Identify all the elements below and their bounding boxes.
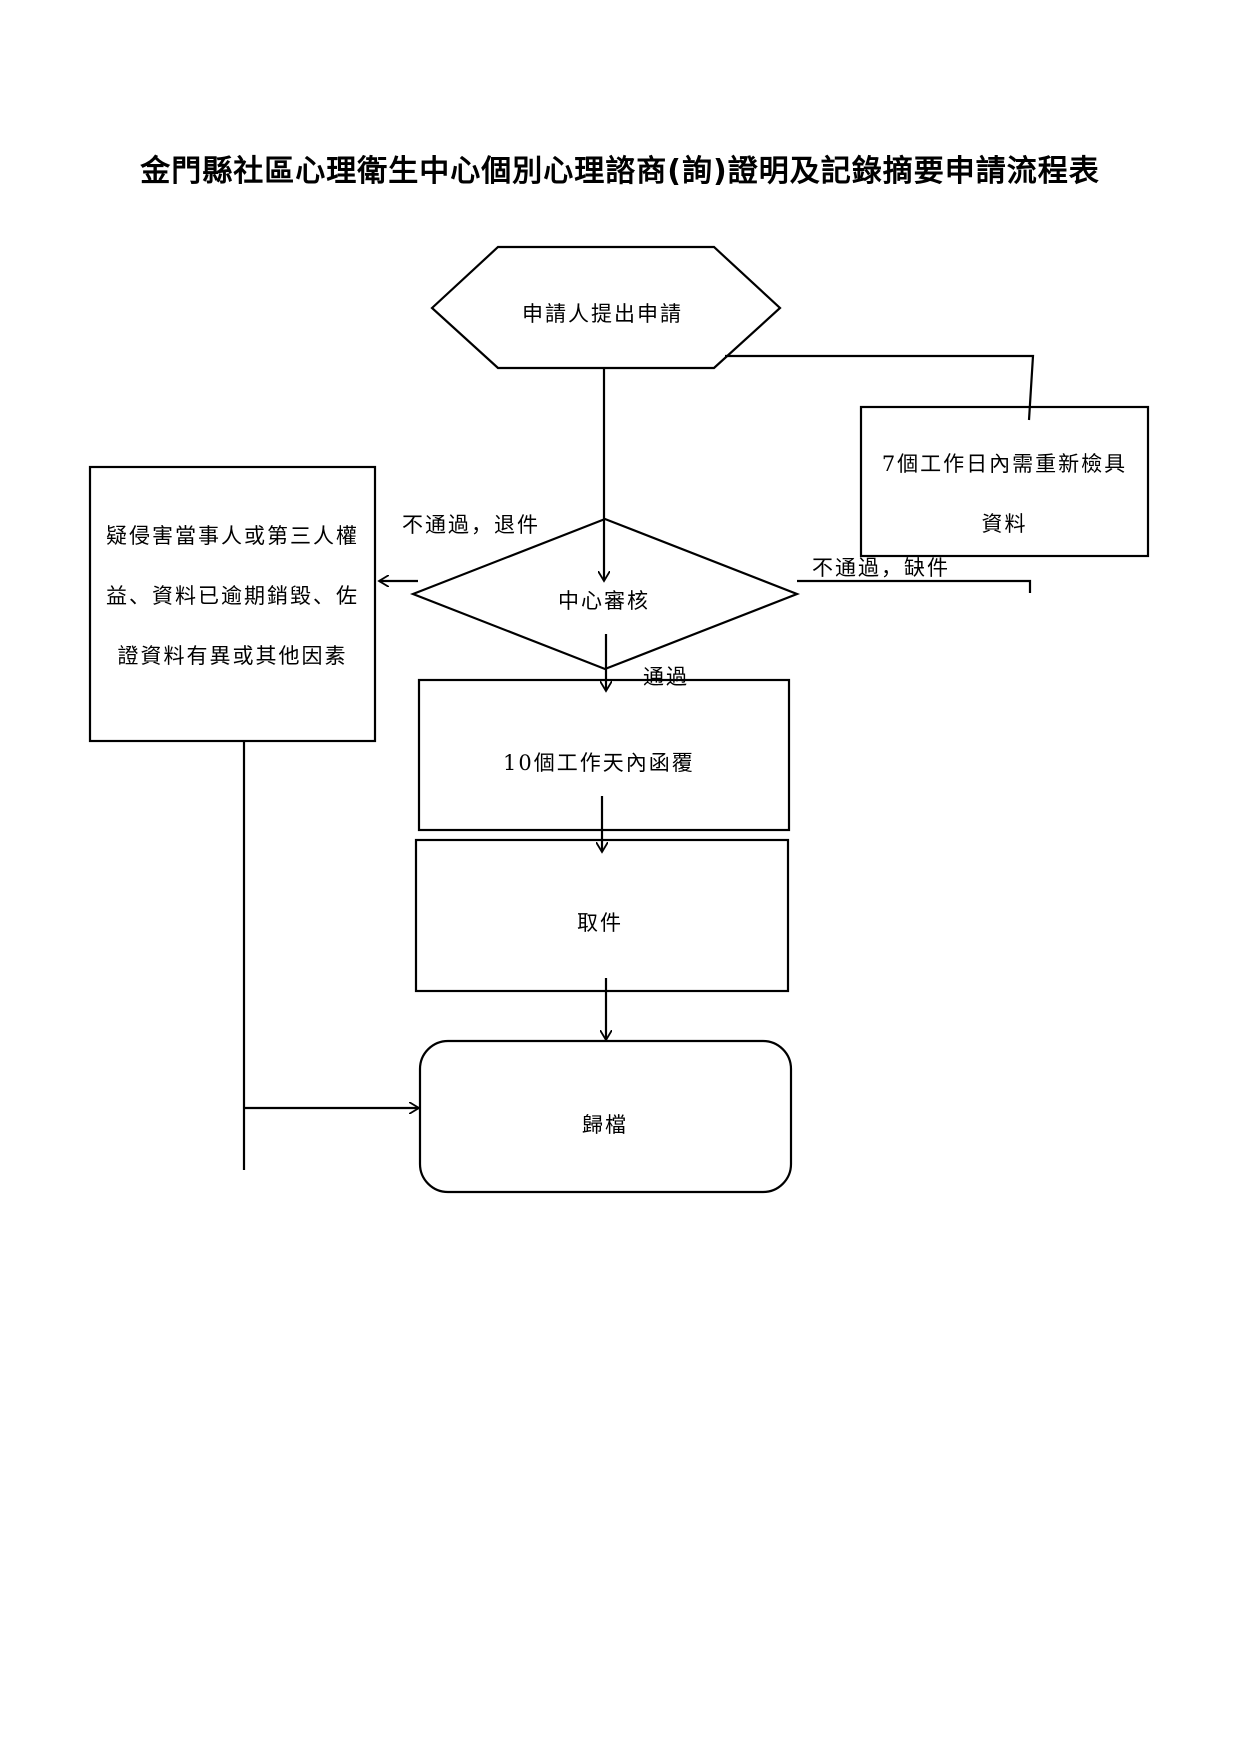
edge-label-pass: 通過: [643, 665, 689, 689]
supplement-node-text: 7個工作日內需重新檢具資料: [881, 452, 1128, 536]
apply-node-shape: [430, 245, 782, 370]
reply-node-shape: [417, 678, 791, 832]
reply-node-text: 10個工作天內函覆: [503, 751, 695, 775]
review-node-shape: [409, 517, 801, 671]
review-to-supplement-line: [797, 579, 1032, 593]
apply-to-supplement-line: [725, 354, 1035, 421]
edge-label-fail-missing: 不通過，缺件: [812, 556, 950, 580]
archive-node-text: 歸檔: [582, 1113, 628, 1137]
page-title: 金門縣社區心理衛生中心個別心理諮商(詢)證明及記錄摘要申請流程表: [140, 154, 1100, 189]
review-node-text: 中心審核: [558, 589, 650, 613]
reject-node-shape: [88, 465, 377, 743]
supplement-node-shape: [859, 405, 1150, 558]
reject-node-text: 疑侵害當事人或第三人權益、資料已逾期銷毀、佐證資料有異或其他因素: [106, 524, 359, 668]
pickup-node-text: 取件: [577, 911, 623, 935]
apply-node-text: 申請人提出申請: [522, 302, 683, 326]
edge-label-fail-return: 不通過，退件: [402, 513, 540, 537]
